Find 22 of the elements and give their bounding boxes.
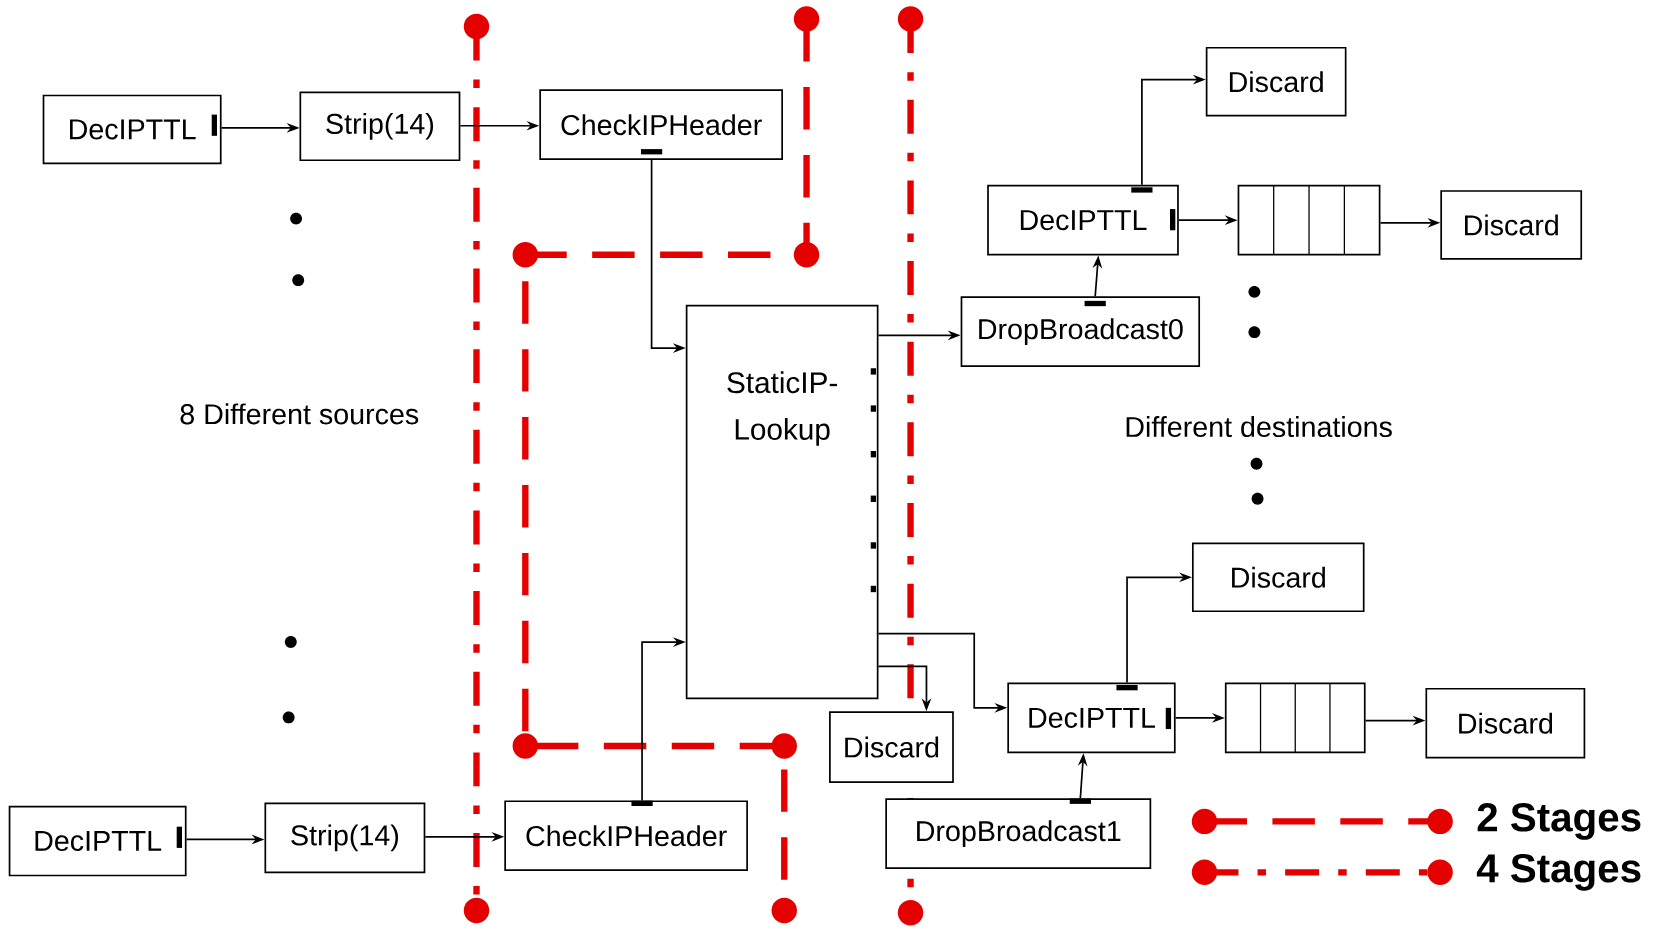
legend-label: 4 Stages (1476, 854, 1641, 891)
element-box: CheckIPHeader (539, 89, 783, 161)
element-box: Strip(14) (264, 802, 426, 874)
element-box: Discard (1425, 688, 1586, 759)
element-box: Discard (1205, 47, 1347, 117)
element-box: DecIPTTL (42, 94, 222, 165)
annotation: Different destinations (1126, 416, 1392, 438)
element-box: DropBroadcast1 (885, 798, 1152, 870)
legend-label: 2 Stages (1477, 803, 1641, 840)
process-box: StaticIP- Lookup (685, 304, 879, 700)
queue-drawing (1224, 682, 1366, 754)
element-box: CheckIPHeader (504, 800, 748, 872)
element-box: DecIPTTL (8, 805, 187, 877)
element-box: DropBroadcast0 (960, 296, 1201, 368)
queue-drawing (1237, 185, 1381, 256)
element-box: Strip(14) (299, 91, 461, 162)
element-box: Discard (1440, 190, 1583, 260)
element-box: Discard (829, 711, 954, 784)
element-box: Discard (1192, 542, 1365, 613)
element-box: DecIPTTL (1007, 682, 1176, 754)
element-box: DecIPTTL (987, 185, 1179, 256)
annotation: 8 Different sources (180, 403, 419, 425)
